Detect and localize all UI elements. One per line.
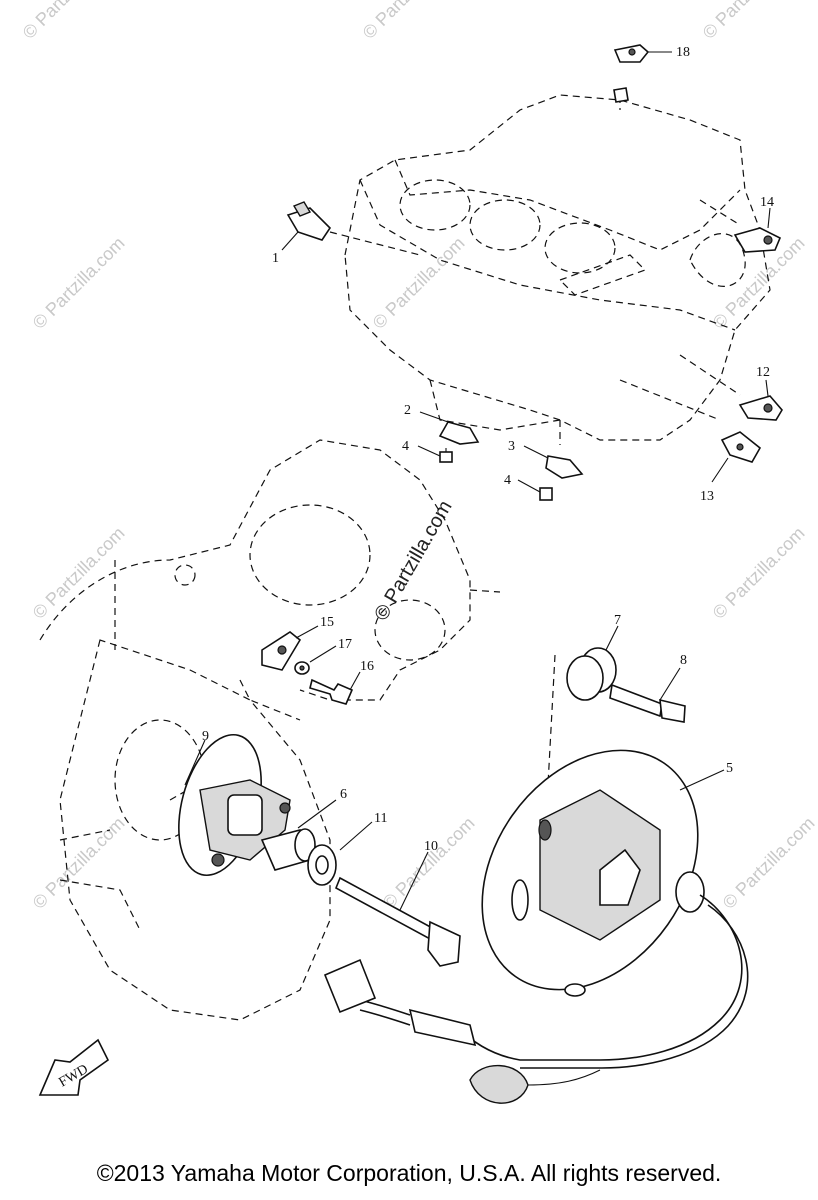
callout-16: 16 xyxy=(360,659,374,674)
part-4-screw-lower xyxy=(517,479,553,501)
watermark-text: © Partzilla.com xyxy=(369,233,469,333)
callout-18: 18 xyxy=(676,45,690,60)
part-14-clamp xyxy=(733,207,782,253)
parts-diagram: © Partzilla.com © Partzilla.com © Partzi… xyxy=(19,0,818,1104)
part-11-washer xyxy=(307,821,373,886)
copyright-notice: ©2013 Yamaha Motor Corporation, U.S.A. A… xyxy=(96,1160,722,1186)
callout-4: 4 xyxy=(504,473,511,488)
callout-6: 6 xyxy=(340,787,347,802)
callout-4: 4 xyxy=(402,439,409,454)
part-16-bolt xyxy=(309,671,361,705)
callout-11: 11 xyxy=(374,811,387,826)
callout-3: 3 xyxy=(508,439,515,454)
watermark-text: © Partzilla.com xyxy=(29,813,129,913)
part-15-plate xyxy=(261,625,319,671)
callout-17: 17 xyxy=(338,637,352,652)
watermark-text: © Partzilla.com xyxy=(379,813,479,913)
part-12-clamp xyxy=(738,379,783,421)
watermark-text: © Partzilla.com xyxy=(719,813,818,913)
watermark-text: © Partzilla.com xyxy=(709,523,809,623)
callout-8: 8 xyxy=(680,653,687,668)
part-8-bolt xyxy=(609,667,686,723)
crankcase-outline xyxy=(39,439,471,1021)
fwd-direction-arrow: FWD xyxy=(38,1038,110,1096)
watermark-center-text: © Partzilla.com xyxy=(370,497,456,625)
watermark-text: © Partzilla.com xyxy=(699,0,799,43)
part-7-bushing xyxy=(566,625,619,701)
part-13-clamp xyxy=(711,431,762,483)
engine-block-outline xyxy=(344,94,771,445)
watermark-text: © Partzilla.com xyxy=(29,233,129,333)
leader-lines xyxy=(329,96,741,841)
part-5-stator xyxy=(481,749,725,997)
callout-9: 9 xyxy=(202,729,209,744)
callout-labels: 1 2 3 4 4 5 6 7 8 9 10 11 12 13 14 15 16… xyxy=(202,45,774,854)
part-10-bolt xyxy=(334,851,461,967)
callout-1: 1 xyxy=(272,251,279,266)
callout-12: 12 xyxy=(756,365,770,380)
callout-2: 2 xyxy=(404,403,411,418)
part-1-bracket xyxy=(281,201,332,251)
part-3-plate xyxy=(523,445,584,479)
part-9-breaker-plate xyxy=(178,733,291,877)
part-2-plate xyxy=(419,411,480,445)
part-4-screw-upper xyxy=(417,445,453,463)
callout-10: 10 xyxy=(424,839,438,854)
callout-5: 5 xyxy=(726,761,733,776)
callout-15: 15 xyxy=(320,615,334,630)
watermark-layer: © Partzilla.com © Partzilla.com © Partzi… xyxy=(19,0,818,913)
callout-14: 14 xyxy=(760,195,774,210)
part-6-cam xyxy=(260,799,337,871)
wire-harness xyxy=(323,894,749,1104)
part-18-clip xyxy=(613,44,672,103)
watermark-text: © Partzilla.com xyxy=(359,0,459,43)
part-17-washer xyxy=(294,645,337,675)
callout-13: 13 xyxy=(700,489,714,504)
callout-7: 7 xyxy=(614,613,621,628)
watermark-text: © Partzilla.com xyxy=(19,0,119,43)
